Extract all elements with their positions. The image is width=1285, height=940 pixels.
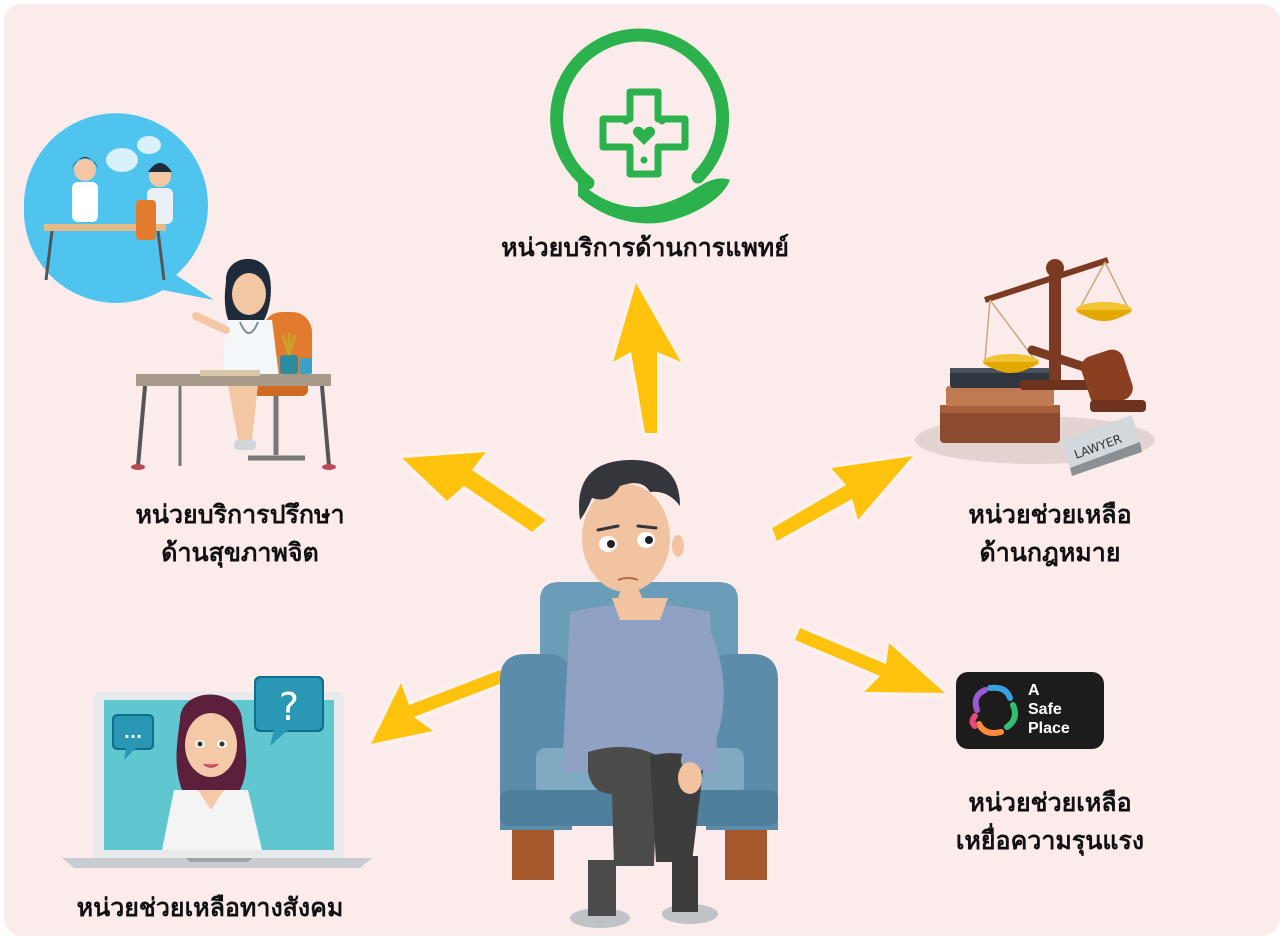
counselor-at-desk <box>23 113 336 470</box>
arrow-up-medical <box>613 283 681 433</box>
thinking-man-in-armchair <box>500 459 778 928</box>
arrow-right-legal <box>772 456 913 541</box>
arrows <box>371 283 945 744</box>
label-mental-line1: หน่วยบริการปรึกษา <box>135 500 345 529</box>
arrow-left-mental <box>402 452 546 532</box>
safe-place-logo-line-safe: Safe <box>1028 701 1062 718</box>
label-social: หน่วยช่วยเหลือทางสังคม <box>76 893 344 922</box>
label-legal-line1: หน่วยช่วยเหลือ <box>968 500 1132 529</box>
medical-cross-hand-logo <box>550 28 730 224</box>
label-violence-line2: เหยื่อความรุนแรง <box>955 826 1145 855</box>
label-legal-line2: ด้านกฎหมาย <box>979 538 1121 567</box>
speech-bubble-question: ? <box>279 685 299 729</box>
scales-books-gavel <box>915 257 1155 476</box>
speech-bubble-dots: ... <box>124 723 142 742</box>
laptop-video-call <box>62 676 372 868</box>
arrow-left-social <box>371 670 505 744</box>
label-medical: หน่วยบริการด้านการแพทย์ <box>501 233 789 262</box>
safe-place-logo-line-a: A <box>1028 682 1040 699</box>
arrow-right-violence <box>795 628 945 693</box>
safe-place-logo-line-place: Place <box>1028 720 1070 737</box>
a-safe-place-logo <box>956 672 1104 749</box>
label-mental-line2: ด้านสุขภาพจิต <box>161 538 319 567</box>
label-violence-line1: หน่วยช่วยเหลือ <box>968 788 1132 817</box>
